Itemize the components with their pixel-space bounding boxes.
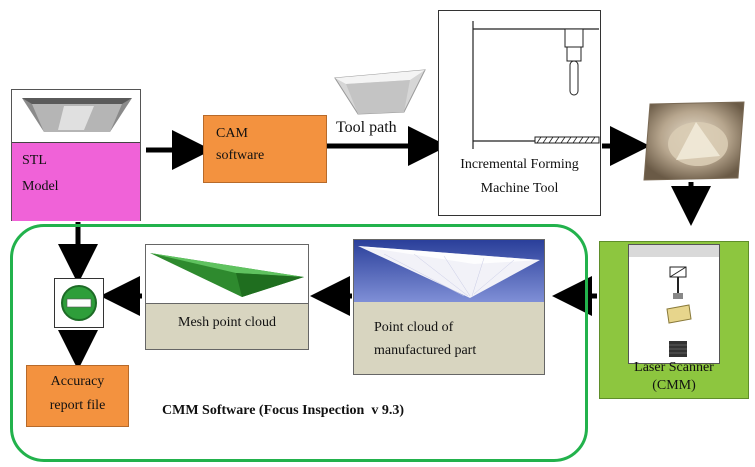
stl-model-node: STL Model xyxy=(11,89,141,221)
machine-drawing xyxy=(472,21,600,149)
mesh-image-frame xyxy=(146,245,308,304)
comparison-node xyxy=(54,278,104,328)
tool-path-label: Tool path xyxy=(336,119,397,136)
report-label-line1: Accuracy xyxy=(50,374,105,389)
formed-part-image xyxy=(643,101,745,181)
scanner-drawing xyxy=(629,245,719,357)
cmm-software-group xyxy=(10,224,588,462)
machine-label-line2: Machine Tool xyxy=(480,181,559,196)
report-label-line2: report file xyxy=(49,398,106,413)
cam-label-line2: software xyxy=(216,148,265,163)
cam-label-line1: CAM xyxy=(216,126,248,141)
scanner-label-line2: (CMM) xyxy=(652,378,696,393)
point-cloud-image xyxy=(354,240,544,302)
mesh-point-cloud-node: Mesh point cloud xyxy=(145,244,309,350)
accuracy-report-node: Accuracy report file xyxy=(26,365,129,427)
machine-label-line1: Incremental Forming xyxy=(460,157,579,172)
stl-model-box: STL Model xyxy=(12,142,140,221)
stl-label-line2: Model xyxy=(22,179,59,194)
forming-machine-node: Incremental Forming Machine Tool xyxy=(438,10,601,216)
scanner-label-line1: Laser Scanner xyxy=(634,360,714,375)
point-cloud-node: Point cloud of manufactured part xyxy=(353,239,545,375)
mesh-image xyxy=(150,253,304,297)
laser-scanner-node: Laser Scanner (CMM) xyxy=(599,241,749,399)
scanner-chamber xyxy=(628,244,720,364)
stl-label-line1: STL xyxy=(22,153,47,168)
no-entry-icon xyxy=(61,285,97,321)
stl-model-image xyxy=(22,98,132,132)
tool-path-image xyxy=(334,69,426,115)
point-cloud-label-line2: manufactured part xyxy=(374,343,477,358)
cmm-software-title: CMM Software (Focus Inspection v 9.3) xyxy=(162,403,404,418)
point-cloud-label-line1: Point cloud of xyxy=(374,320,454,335)
mesh-label: Mesh point cloud xyxy=(178,315,276,330)
cam-software-node: CAM software xyxy=(203,115,327,183)
